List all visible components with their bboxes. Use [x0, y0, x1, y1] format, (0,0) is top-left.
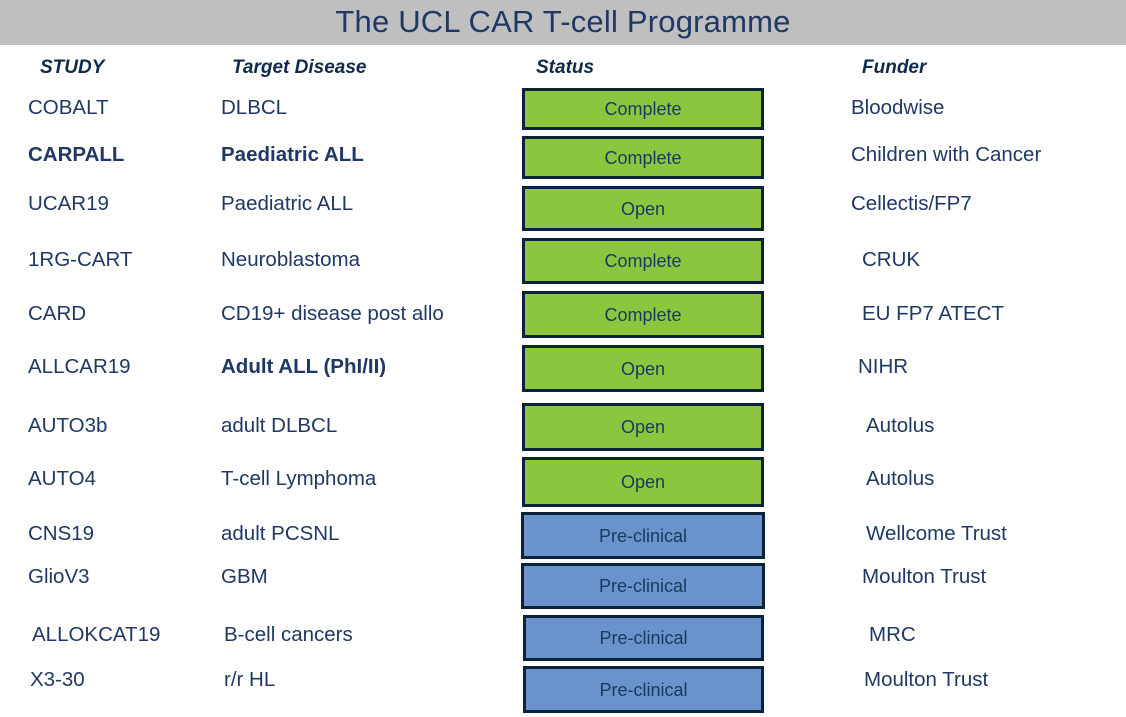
status-badge: Pre-clinical — [523, 615, 764, 661]
page-title: The UCL CAR T-cell Programme — [335, 4, 791, 39]
table-cell-disease: DLBCL — [221, 96, 288, 119]
status-badge-label: Complete — [604, 251, 682, 271]
status-badge: Open — [522, 345, 764, 392]
table-cell-study: X3-30 — [30, 668, 85, 691]
table-cell-study: ALLOKCAT19 — [32, 623, 161, 646]
column-header-study: STUDY — [40, 57, 105, 78]
table-cell-disease: Paediatric ALL — [221, 143, 364, 166]
table-cell-study: AUTO4 — [28, 467, 96, 490]
status-badge-label: Complete — [604, 99, 682, 119]
table-cell-study: 1RG-CART — [28, 248, 133, 271]
table-cell-study: CARD — [28, 302, 87, 325]
column-header-disease: Target Disease — [232, 57, 367, 78]
status-badge: Open — [522, 186, 764, 231]
status-badge-label: Open — [620, 198, 666, 219]
status-badge: Complete — [522, 136, 764, 179]
table-cell-disease: Neuroblastoma — [221, 248, 361, 271]
table-cell-disease: Adult ALL (PhI/II) — [221, 355, 387, 378]
status-badge-label: Open — [620, 472, 666, 492]
status-badge: Pre-clinical — [523, 666, 764, 713]
table-cell-disease: CD19+ disease post allo — [221, 302, 444, 325]
status-badge-label: Open — [620, 417, 666, 437]
table-cell-study: ALLCAR19 — [28, 355, 131, 378]
table-cell-funder: Wellcome Trust — [866, 522, 1007, 545]
table-cell-study: UCAR19 — [28, 192, 109, 215]
status-badge-label: Complete — [604, 304, 682, 325]
table-cell-disease: r/r HL — [224, 668, 276, 691]
table-cell-study: GlioV3 — [28, 565, 90, 588]
status-badge: Complete — [522, 88, 764, 130]
table-cell-funder: Autolus — [866, 414, 935, 437]
status-badge: Complete — [522, 238, 764, 284]
table-cell-disease: B-cell cancers — [224, 623, 353, 646]
status-badge-label: Pre-clinical — [598, 525, 688, 546]
status-badge-label: Pre-clinical — [599, 679, 688, 700]
status-badge-label: Pre-clinical — [599, 628, 688, 648]
status-badge-label: Pre-clinical — [598, 576, 688, 596]
status-badge: Open — [522, 457, 764, 507]
column-header-funder: Funder — [862, 57, 927, 78]
table-cell-disease: adult PCSNL — [221, 522, 340, 545]
table-cell-disease: T-cell Lymphoma — [221, 467, 377, 490]
table-cell-funder: Bloodwise — [851, 96, 945, 119]
status-badge: Open — [522, 403, 764, 451]
table-cell-funder: MRC — [869, 623, 916, 646]
table-cell-disease: Paediatric ALL — [221, 192, 354, 215]
status-badge-label: Open — [620, 358, 666, 379]
table-cell-study: AUTO3b — [28, 414, 108, 437]
column-header-status: Status — [536, 57, 595, 78]
title-band: The UCL CAR T-cell Programme — [0, 0, 1126, 45]
table-cell-funder: Autolus — [866, 467, 935, 490]
table-cell-funder: Moulton Trust — [864, 668, 989, 691]
table-cell-disease: adult DLBCL — [221, 414, 338, 437]
table-cell-study: CARPALL — [28, 143, 125, 166]
table-cell-funder: CRUK — [862, 248, 921, 271]
table-cell-disease: GBM — [221, 565, 268, 588]
table-cell-study: COBALT — [28, 96, 109, 119]
status-badge-label: Complete — [604, 147, 682, 168]
table-cell-funder: Cellectis/FP7 — [851, 192, 972, 215]
status-badge: Complete — [522, 291, 764, 338]
status-badge: Pre-clinical — [521, 512, 765, 559]
table-cell-funder: NIHR — [858, 355, 909, 378]
table-cell-study: CNS19 — [28, 522, 95, 545]
table-cell-funder: EU FP7 ATECT — [862, 302, 1005, 325]
table-cell-funder: Moulton Trust — [862, 565, 987, 588]
table-cell-funder: Children with Cancer — [851, 143, 1042, 166]
status-badge: Pre-clinical — [521, 563, 765, 609]
